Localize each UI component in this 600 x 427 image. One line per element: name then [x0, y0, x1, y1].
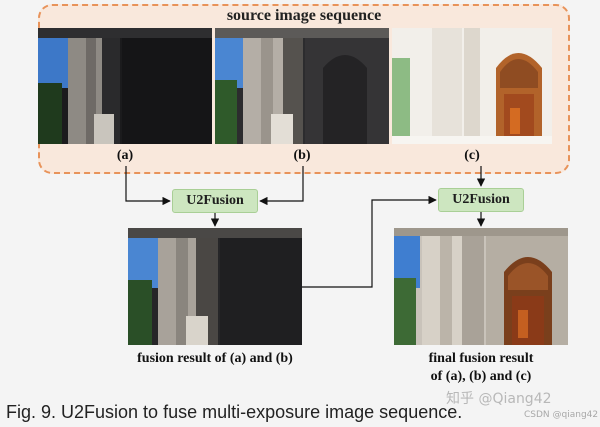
photo-a-dark-exposure	[38, 28, 212, 144]
u2fusion-node-1: U2Fusion	[172, 189, 258, 213]
intermediate-fusion-photo	[128, 228, 302, 345]
watermark-csdn: CSDN @qiang42	[524, 410, 599, 420]
figure-caption: Fig. 9. U2Fusion to fuse multi-exposure …	[6, 402, 463, 422]
final-result-label-line1: final fusion result	[428, 351, 534, 366]
final-result-label-line2: of (a), (b) and (c)	[430, 369, 532, 384]
final-fusion-photo	[394, 228, 568, 345]
photo-b-medium-exposure	[215, 28, 389, 144]
photo-c-bright-exposure	[392, 28, 552, 144]
watermark-zhihu: 知乎 @Qiang42	[446, 391, 552, 407]
intermediate-result-label: fusion result of (a) and (b)	[137, 351, 293, 366]
label-a: (a)	[116, 148, 134, 163]
label-b: (b)	[293, 148, 311, 163]
u2fusion-node-2: U2Fusion	[438, 188, 524, 212]
label-c: (c)	[464, 148, 480, 163]
group-title: source image sequence	[226, 7, 382, 24]
